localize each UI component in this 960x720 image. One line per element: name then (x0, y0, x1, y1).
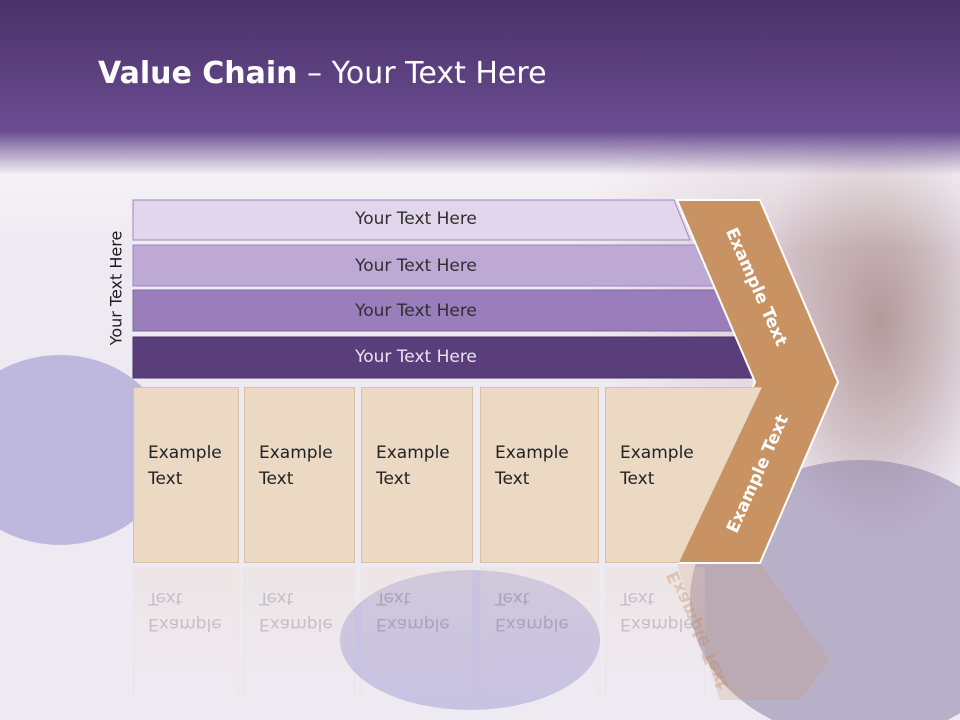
box-line2: Text (495, 469, 530, 489)
row-label-2: Your Text Here (355, 256, 477, 276)
box-line2: Text (376, 469, 411, 489)
reflection-line2: Text (495, 588, 530, 608)
box-line2: Text (620, 469, 655, 489)
reflection-line1: Example (259, 614, 333, 634)
reflection-line1: Example (148, 614, 222, 634)
box-line1: Example (148, 443, 222, 463)
box-line1: Example (376, 443, 450, 463)
reflection-line2: Text (376, 588, 411, 608)
box-reflection-2: Example Text (244, 567, 355, 697)
row-label-3: Your Text Here (355, 301, 477, 321)
chevron-reflection (677, 563, 830, 700)
box-line1: Example (495, 443, 569, 463)
box-line1: Example (620, 443, 694, 463)
box-line2: Text (148, 469, 183, 489)
side-label: Your Text Here (106, 230, 126, 346)
title-bold: Value Chain (98, 56, 298, 91)
example-box-1: Example Text (133, 387, 239, 563)
box-reflection-3: Example Text (361, 567, 473, 697)
row-label-1: Your Text Here (355, 209, 477, 229)
reflection-line1: Example (495, 614, 569, 634)
row-bar-1 (132, 199, 691, 241)
example-box-3: Example Text (361, 387, 473, 563)
reflection-line2: Text (148, 588, 183, 608)
box-reflection-4: Example Text (480, 567, 599, 697)
example-box-4: Example Text (480, 387, 599, 563)
reflection-line2: Text (259, 588, 294, 608)
title-rest: – Your Text Here (297, 56, 547, 91)
example-box-2: Example Text (244, 387, 355, 563)
slide-title: Value Chain – Your Text Here (98, 54, 547, 94)
row-label-4: Your Text Here (355, 347, 477, 367)
reflection-line1: Example (376, 614, 450, 634)
box-line2: Text (259, 469, 294, 489)
box-line1: Example (259, 443, 333, 463)
box-reflection-1: Example Text (133, 567, 239, 697)
